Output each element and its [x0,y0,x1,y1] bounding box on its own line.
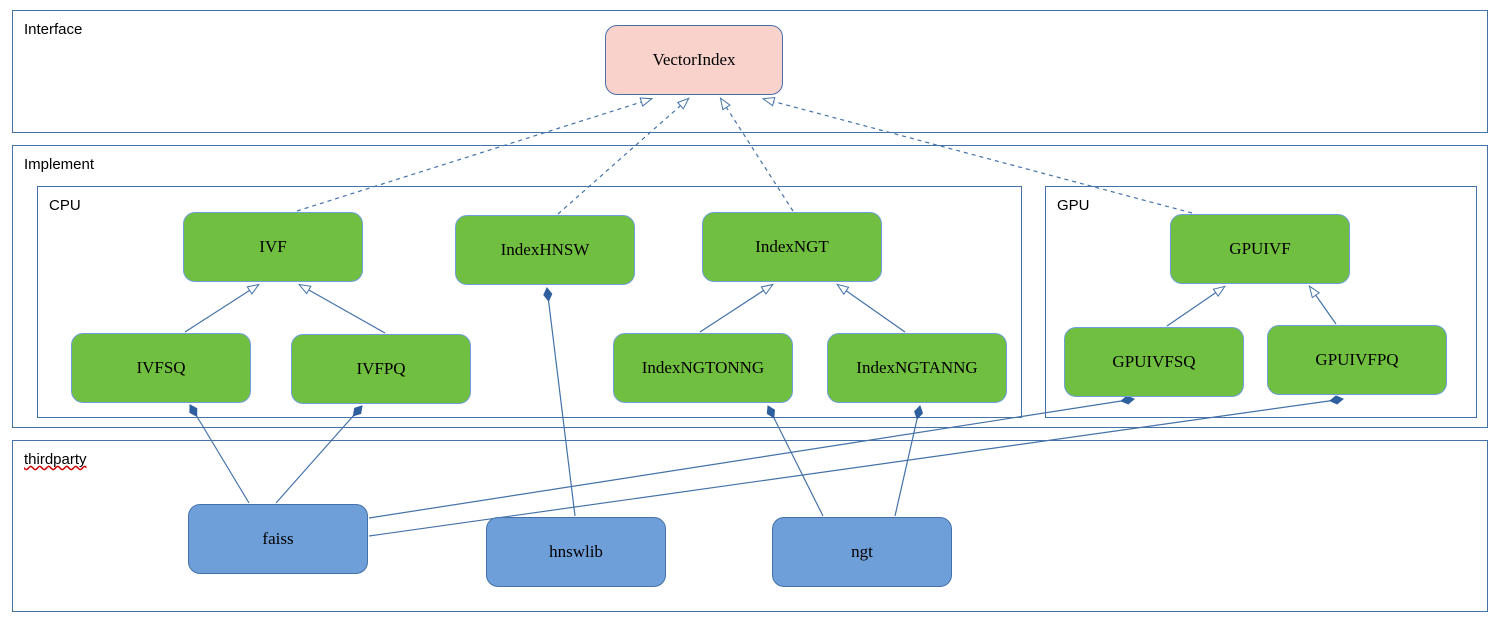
node-label-hnswlib: hnswlib [549,541,603,561]
node-gpuivfpq[interactable]: GPUIVFPQ [1267,325,1447,395]
node-label-indexngtonng: IndexNGTONNG [641,357,765,377]
group-label-implement: Implement [24,156,95,173]
node-indexngtanng[interactable]: IndexNGTANNG [827,333,1007,403]
node-gpuivf[interactable]: GPUIVF [1170,214,1350,284]
group-label-gpu: GPU [1057,197,1090,214]
node-label-indexngt: IndexNGT [755,236,829,256]
node-label-ivfpq: IVFPQ [356,358,406,378]
node-label-vectorindex: VectorIndex [652,49,736,69]
node-indexhnsw[interactable]: IndexHNSW [455,215,635,285]
node-label-ivfsq: IVFSQ [136,357,186,377]
node-label-gpuivfsq: GPUIVFSQ [1112,351,1196,371]
node-ivf[interactable]: IVF [183,212,363,282]
node-label-ngt: ngt [851,541,873,561]
node-indexngtonng[interactable]: IndexNGTONNG [613,333,793,403]
node-gpuivfsq[interactable]: GPUIVFSQ [1064,327,1244,397]
node-ivfsq[interactable]: IVFSQ [71,333,251,403]
node-label-indexngtanng: IndexNGTANNG [856,357,978,377]
node-vectorindex[interactable]: VectorIndex [605,25,783,95]
node-ivfpq[interactable]: IVFPQ [291,334,471,404]
node-ngt[interactable]: ngt [772,517,952,587]
node-faiss[interactable]: faiss [188,504,368,574]
node-label-gpuivfpq: GPUIVFPQ [1315,349,1399,369]
node-label-ivf: IVF [259,236,287,256]
node-label-faiss: faiss [262,528,294,548]
node-hnswlib[interactable]: hnswlib [486,517,666,587]
node-label-gpuivf: GPUIVF [1229,238,1291,258]
group-label-interface: Interface [24,21,83,38]
node-indexngt[interactable]: IndexNGT [702,212,882,282]
group-label-cpu: CPU [49,197,81,214]
group-label-thirdparty: thirdparty [24,451,87,468]
node-label-indexhnsw: IndexHNSW [500,239,590,259]
